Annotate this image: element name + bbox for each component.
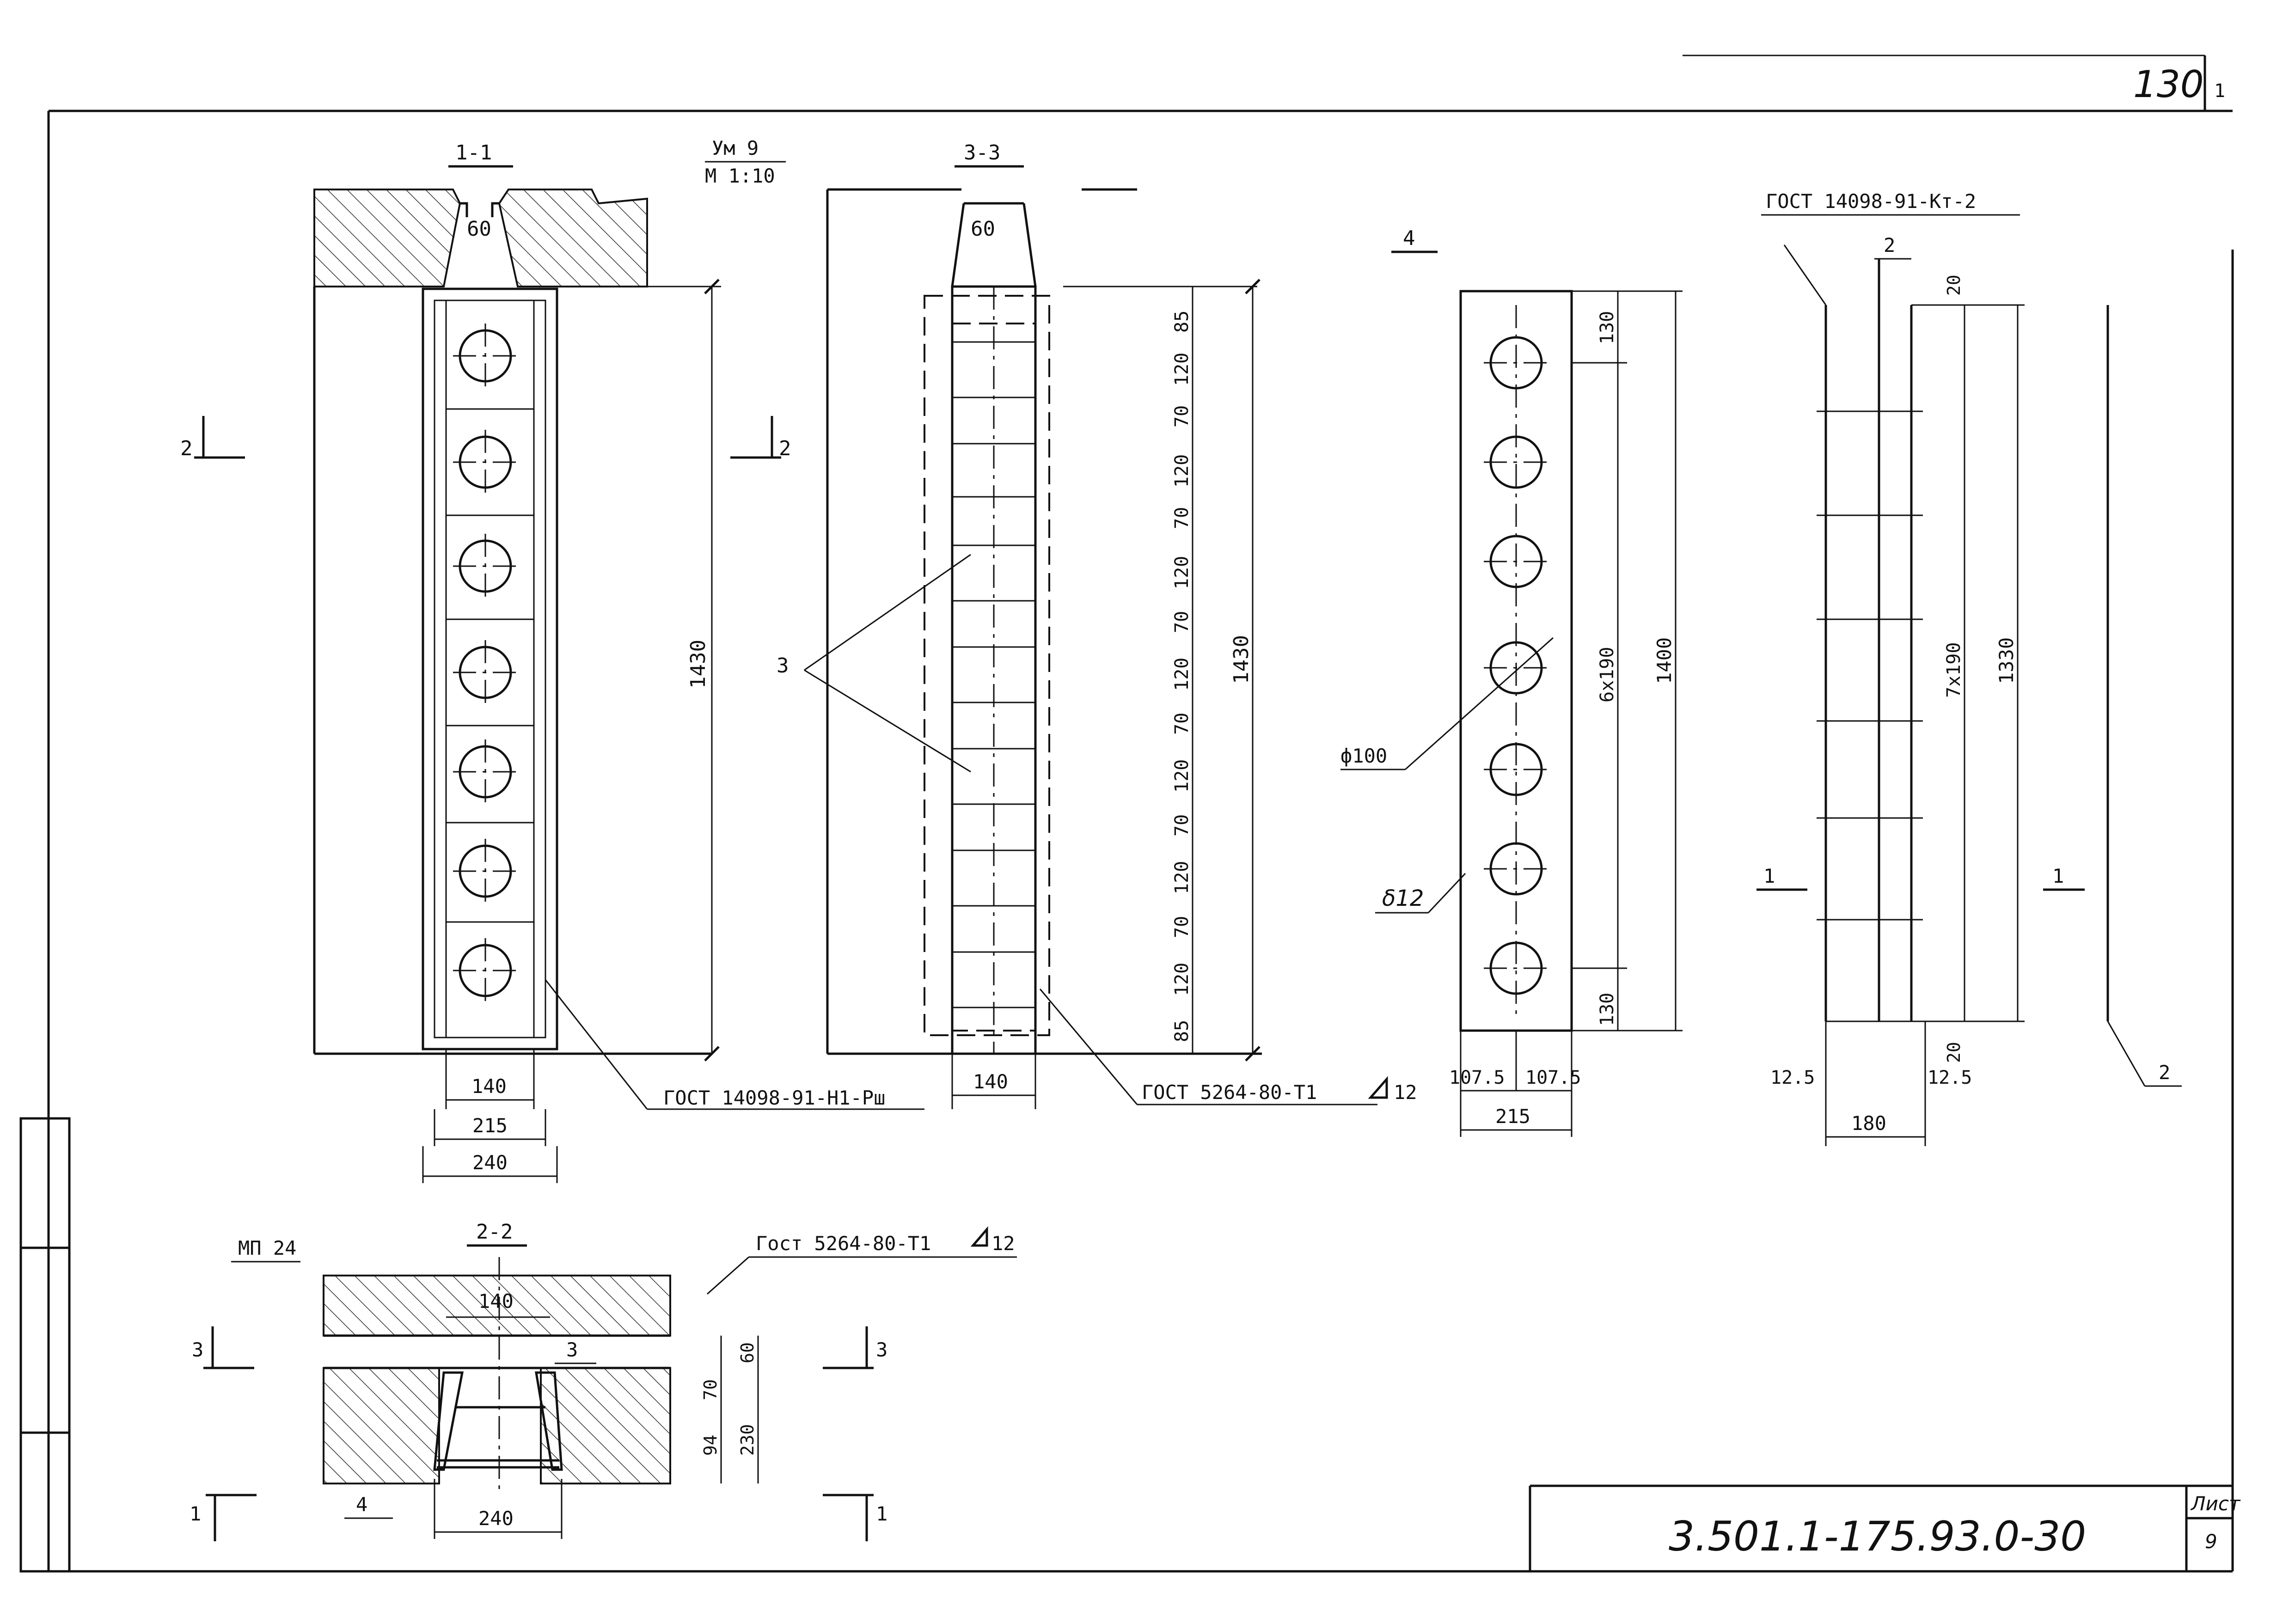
binding-strip (19, 1117, 71, 1573)
svg-text:85: 85 (1171, 311, 1193, 333)
document-code: 3.501.1-175.93.0-30 (1669, 1513, 2086, 1560)
view-2-2-dim-230: 230 (737, 1424, 758, 1456)
frame-section-bottom: 2 (2159, 1061, 2170, 1084)
sheet-value: 9 (2205, 1530, 2217, 1553)
svg-text:70: 70 (1171, 814, 1193, 836)
node-label: Ум 9 (712, 137, 759, 159)
view-4: 4 130 6x190 130 1400 107.5 107.5 215 (1340, 226, 1683, 1137)
frame-width: 180 (1851, 1112, 1886, 1135)
scale-label: М 1:10 (705, 165, 775, 187)
view-3-3-section-mark: 2 (779, 437, 791, 460)
frame-margin-right: 12.5 (1928, 1067, 1972, 1088)
frame-section-right: 1 (2052, 865, 2064, 887)
view-3-3-callout: ГОСТ 5264-80-Т1 (1142, 1081, 1317, 1104)
svg-text:120: 120 (1171, 861, 1193, 894)
frame-section-left: 1 (1763, 865, 1775, 887)
view-1-1-callout: ГОСТ 14098-91-Н1-Рш (663, 1087, 885, 1109)
view-1-1-section-mark: 2 (180, 437, 193, 460)
view-2-2-dim-70: 70 (700, 1379, 721, 1400)
view-frame: ГОСТ 14098-91-Кт-2 2 20 7x190 1330 20 18… (1756, 190, 2182, 1146)
view-3-3-top-width: 60 (971, 217, 995, 241)
view-4-hole-dia: ф100 (1340, 745, 1387, 767)
view-2-2-dim-60: 60 (737, 1342, 758, 1363)
view-2-2-section-3-right: 3 (876, 1338, 887, 1361)
view-2-2-part-label: 3 (566, 1338, 578, 1361)
svg-text:120: 120 (1171, 353, 1193, 386)
view-2-2: 2-2 МП 24 Гост 5264-80-Т1 12 140 3 60 70… (190, 1220, 1017, 1541)
sheet-frame (47, 55, 2234, 1573)
view-4-pitch: 6x190 (1597, 647, 1618, 702)
view-1-1-height: 1430 (686, 640, 710, 689)
weld-symbol (1368, 1076, 1388, 1099)
view-3-3-height: 1430 (1230, 635, 1253, 684)
view-2-2-element: МП 24 (238, 1237, 296, 1259)
sheet-number-top: 130 (2133, 63, 2204, 106)
view-2-2-section-1-right: 1 (876, 1502, 887, 1525)
view-2-2-dim-94: 94 (700, 1435, 721, 1456)
frame-rungs (1817, 410, 1923, 921)
view-3-3: 3-3 60 (730, 141, 1417, 1109)
frame-offset-bottom: 20 (1944, 1042, 1964, 1063)
svg-text:120: 120 (1171, 658, 1193, 691)
frame-height: 1330 (1995, 637, 2018, 684)
view-4-thickness: δ12 (1382, 885, 1424, 911)
svg-text:120: 120 (1171, 759, 1193, 793)
view-2-2-section-3-left: 3 (192, 1338, 203, 1361)
plate-holes (1484, 336, 1548, 995)
slab-left (313, 189, 461, 287)
view-4-height: 1400 (1653, 637, 1676, 684)
view-2-2-section-1-left: 1 (190, 1502, 201, 1525)
svg-text:120: 120 (1171, 454, 1193, 488)
sheet-label: Лист (2190, 1492, 2241, 1515)
view-2-2-title: 2-2 (476, 1220, 513, 1244)
view-1-1-width-outer: 240 (472, 1151, 508, 1174)
view-2-2-weld-symbol (970, 1226, 988, 1247)
frame-mark-top: 2 (1884, 234, 1895, 256)
view-4-end-bottom: 130 (1597, 993, 1618, 1026)
spacing-labels: 85 120 70 120 70 120 70 120 70 120 70 12… (1171, 311, 1193, 1042)
view-4-end-top: 130 (1597, 311, 1618, 344)
view-2-2-width-bottom: 240 (478, 1507, 514, 1530)
view-2-2-width-top: 140 (478, 1290, 514, 1313)
svg-text:70: 70 (1171, 916, 1193, 938)
svg-text:70: 70 (1171, 713, 1193, 735)
sheet-number-top-suffix: 1 (2214, 80, 2225, 102)
view-4-half-right: 107.5 (1525, 1067, 1581, 1088)
view-3-3-weld-size: 12 (1394, 1081, 1417, 1104)
view-2-2-callout: Гост 5264-80-Т1 (756, 1232, 931, 1255)
svg-text:120: 120 (1171, 963, 1193, 996)
embed-plate-holes (446, 324, 534, 1003)
svg-text:70: 70 (1171, 405, 1193, 427)
title-block (1529, 1484, 2233, 1571)
view-3-3-part-label: 3 (777, 654, 789, 678)
view-1-1-width-mid: 215 (472, 1114, 508, 1137)
svg-text:85: 85 (1171, 1020, 1193, 1042)
view-1-1-width-inner: 140 (471, 1075, 507, 1098)
view-2-2-weld-size: 12 (991, 1232, 1015, 1255)
svg-text:70: 70 (1171, 611, 1193, 633)
svg-text:70: 70 (1171, 507, 1193, 529)
frame-offset-top: 20 (1944, 275, 1964, 296)
frame-pitch: 7x190 (1943, 642, 1965, 698)
slab-right (498, 189, 648, 287)
view-1-1-top-width: 60 (467, 217, 491, 241)
view-3-3-title: 3-3 (964, 141, 1000, 165)
frame-margin-left: 12.5 (1770, 1067, 1815, 1088)
view-4-title: 4 (1403, 226, 1415, 250)
svg-text:120: 120 (1171, 556, 1193, 589)
view-4-width: 215 (1495, 1105, 1530, 1128)
view-4-half-left: 107.5 (1449, 1067, 1505, 1088)
frame-callout: ГОСТ 14098-91-Кт-2 (1766, 190, 1976, 213)
view-1-1: 1-1 Ум 9 М 1:10 60 (180, 137, 924, 1183)
view-2-2-slab-left (323, 1367, 440, 1484)
view-2-2-part-4: 4 (356, 1493, 367, 1516)
view-3-3-width: 140 (973, 1070, 1008, 1093)
view-1-1-title: 1-1 (455, 141, 492, 165)
